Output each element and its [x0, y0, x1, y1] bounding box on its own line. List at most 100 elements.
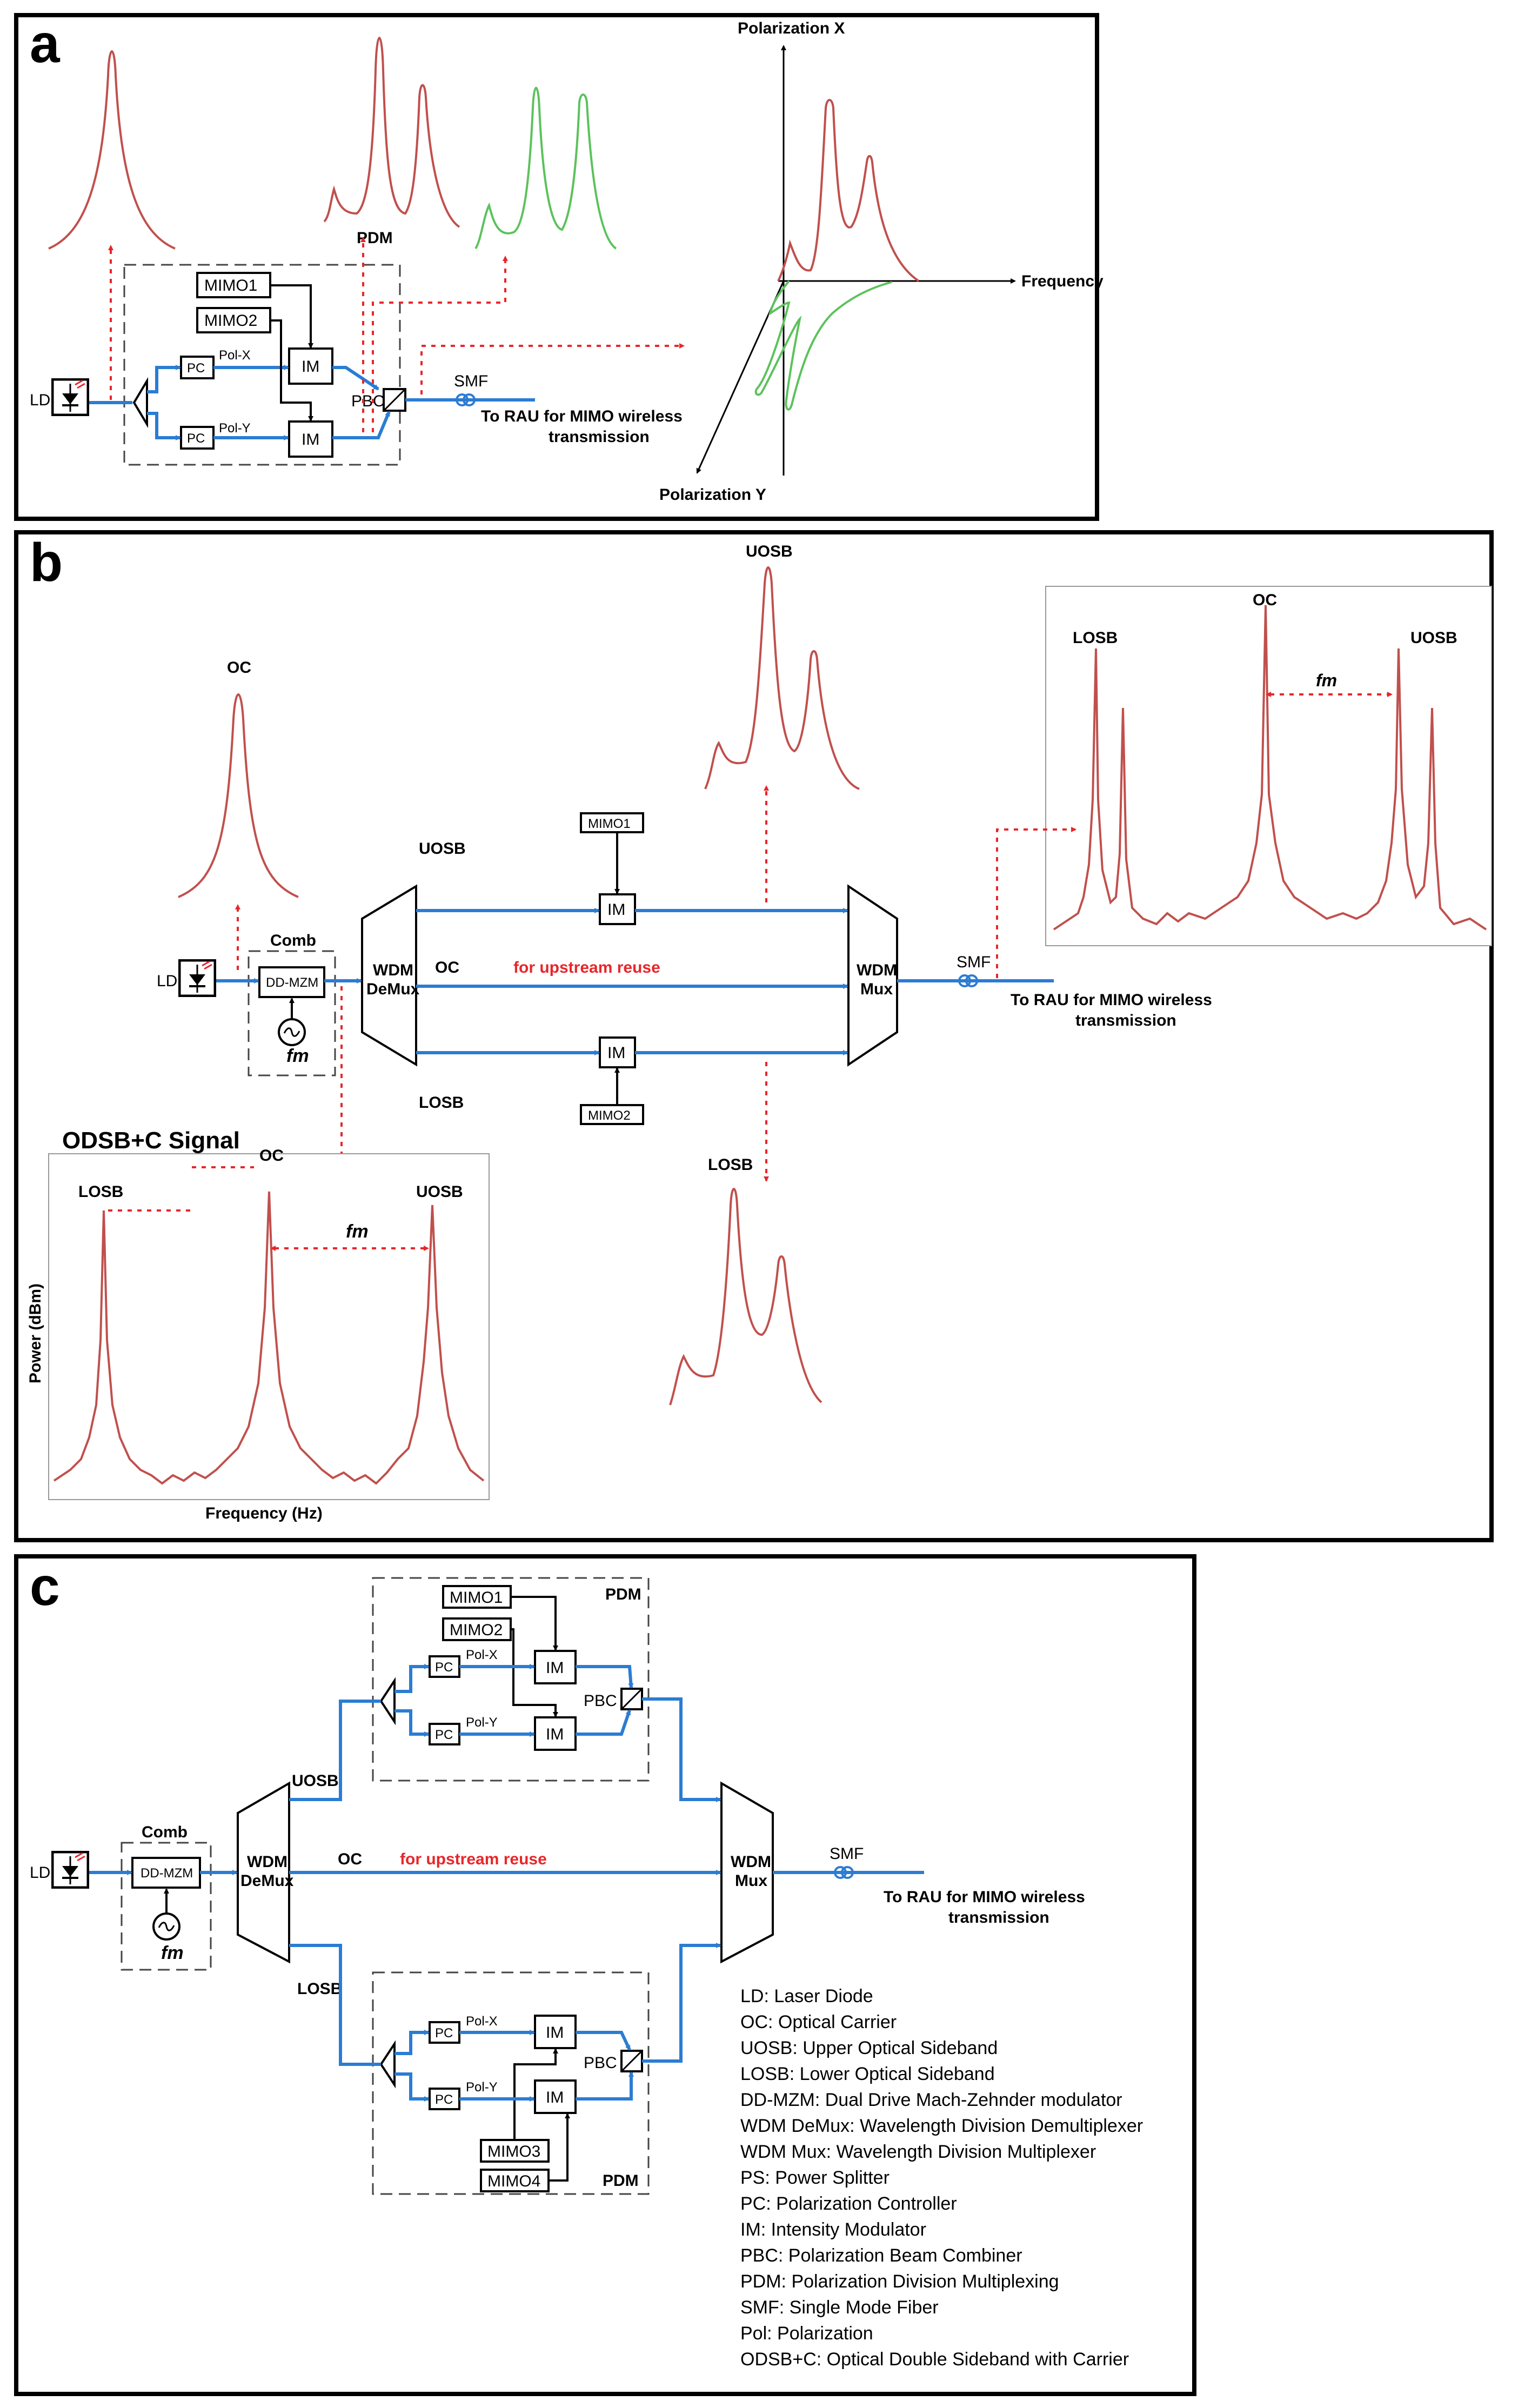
mux-label1-b: WDM	[857, 961, 897, 979]
laser-diode-icon-b	[179, 960, 215, 996]
im-label-top-b: IM	[607, 901, 625, 919]
legend-item: LD: Laser Diode	[740, 1986, 873, 2006]
im-label-bot-b: IM	[607, 1044, 625, 1062]
odsb-losb-label: LOSB	[78, 1183, 123, 1201]
im-label-y-bot-c: IM	[546, 2089, 564, 2106]
mux-label1-c: WDM	[731, 1853, 771, 1871]
demux-label1-c: WDM	[247, 1853, 287, 1871]
smf-label-a: SMF	[454, 372, 488, 390]
ddmzm-box-b	[258, 966, 325, 998]
poly-label-bot-c: Pol-Y	[466, 2080, 498, 2095]
pc-label-x-top-c: PC	[435, 1660, 453, 1675]
smf-coil-icon-c	[834, 1866, 847, 1879]
pbc-label-top-c: PBC	[584, 1692, 617, 1710]
mimo2-box-b	[580, 1104, 644, 1125]
fm-label-b: fm	[286, 1046, 309, 1066]
comb-box-c	[121, 1842, 212, 1971]
mimo4-label-c: MIMO4	[487, 2172, 540, 2190]
odsb-title: ODSB+C Signal	[62, 1127, 240, 1154]
mimo1-box-b	[580, 812, 644, 833]
ddmzm-box-c	[131, 1857, 201, 1889]
inset-uosb-label: UOSB	[1410, 629, 1457, 647]
inset-losb-label: LOSB	[1073, 629, 1118, 647]
inset-fm-label: fm	[1316, 671, 1337, 690]
legend-item: PBC: Polarization Beam Combiner	[740, 2245, 1022, 2266]
losb-spectrum-label: LOSB	[708, 1156, 753, 1174]
pbc-label-bot-c: PBC	[584, 2054, 617, 2072]
legend-item: ODSB+C: Optical Double Sideband with Car…	[740, 2349, 1129, 2370]
mimo2-label-a: MIMO2	[204, 312, 257, 330]
legend-item: UOSB: Upper Optical Sideband	[740, 2038, 998, 2058]
legend-item: PS: Power Splitter	[740, 2168, 890, 2188]
mimo1-label-a: MIMO1	[204, 277, 257, 295]
legend-item: PDM: Polarization Division Multiplexing	[740, 2271, 1059, 2292]
smf-coil-icon-b	[958, 974, 971, 987]
mimo2-label-b: MIMO2	[588, 1108, 631, 1123]
panel-a: a PDM LD MIMO1 MIMO2 PC PC Pol-X Pol-Y I…	[14, 13, 1104, 521]
panel-b: b OC UOSB LOSB LOSB OC UOSB fm LD Comb D…	[14, 530, 1494, 1542]
pc-box-y-top-c	[429, 1723, 460, 1745]
smf-coil-icon-a	[456, 393, 469, 406]
pc-box-y-bot-c	[429, 2088, 460, 2110]
dest-line2-c: transmission	[948, 1909, 1049, 1927]
fm-label-c: fm	[161, 1943, 184, 1963]
spectrum-3d-x	[777, 99, 920, 282]
legend-item: PC: Polarization Controller	[740, 2193, 957, 2214]
ld-label-b: LD	[157, 972, 177, 990]
losb-label-b: LOSB	[419, 1094, 464, 1112]
pbc-label-a: PBC	[351, 392, 385, 410]
pdm-box-bot-c	[372, 1971, 650, 2195]
spectrum-3d-y	[754, 280, 892, 411]
wdm-mux-b	[847, 884, 898, 1067]
pdm-box-top-c	[372, 1577, 650, 1782]
spectrum-losb	[669, 1188, 822, 1406]
mimo1-box-a	[196, 272, 271, 298]
pol-y-label: Polarization Y	[659, 486, 766, 504]
spectrum-oc	[178, 693, 299, 898]
im-box-top-b	[599, 893, 636, 925]
panel-c-letter: c	[30, 1556, 60, 1617]
ld-label-a: LD	[30, 391, 50, 409]
mimo1-label-c: MIMO1	[450, 1589, 503, 1607]
dest-line1-a: To RAU for MIMO wireless	[481, 407, 683, 425]
uosb-label-b: UOSB	[419, 840, 466, 858]
laser-diode-icon	[52, 379, 88, 415]
odsb-ylabel: Power (dBm)	[26, 1283, 44, 1383]
pc-label-x-bot-c: PC	[435, 2026, 453, 2041]
pc-label-y-bot-c: PC	[435, 2092, 453, 2107]
smf-label-c: SMF	[830, 1845, 864, 1863]
pdm-box-a	[123, 264, 401, 466]
poly-label-top-c: Pol-Y	[466, 1715, 498, 1730]
im-label-x-bot-c: IM	[546, 2024, 564, 2042]
panel-a-letter: a	[30, 14, 61, 74]
im-box-x-a	[288, 347, 333, 385]
legend-item: DD-MZM: Dual Drive Mach-Zehnder modulato…	[740, 2090, 1122, 2110]
uosb-spectrum-label: UOSB	[746, 543, 793, 560]
poly-label-a: Pol-Y	[219, 421, 251, 436]
pc-label-x-a: PC	[187, 361, 205, 376]
pc-label-y-a: PC	[187, 431, 205, 446]
inset-oc-label: OC	[1253, 591, 1277, 609]
mimo1-label-b: MIMO1	[588, 817, 631, 831]
dest-line2-b: transmission	[1075, 1012, 1176, 1029]
inset-spectrum	[1053, 605, 1487, 931]
im-box-y-bot-c	[534, 2079, 577, 2114]
spectrum-carrier	[48, 50, 176, 250]
odsb-fm-label: fm	[346, 1221, 369, 1242]
comb-box-b	[248, 950, 336, 1076]
panel-c-frame	[14, 1554, 1196, 2396]
losb-label-c: LOSB	[297, 1980, 342, 1998]
polx-label-bot-c: Pol-X	[466, 2014, 498, 2029]
spectrum-pdm-x	[323, 37, 460, 228]
ddmzm-label-c: DD-MZM	[141, 1866, 193, 1881]
pc-box-x-a	[180, 356, 215, 379]
odsb-xlabel: Frequency (Hz)	[205, 1504, 323, 1522]
demux-label2-c: DeMux	[240, 1872, 294, 1890]
im-label-y-a: IM	[302, 431, 319, 449]
legend-item: Pol: Polarization	[740, 2323, 873, 2344]
wdm-mux-c	[720, 1781, 774, 1964]
comb-label-b: Comb	[270, 932, 316, 949]
legend-item: LOSB: Lower Optical Sideband	[740, 2064, 995, 2084]
im-label-x-top-c: IM	[546, 1659, 564, 1677]
